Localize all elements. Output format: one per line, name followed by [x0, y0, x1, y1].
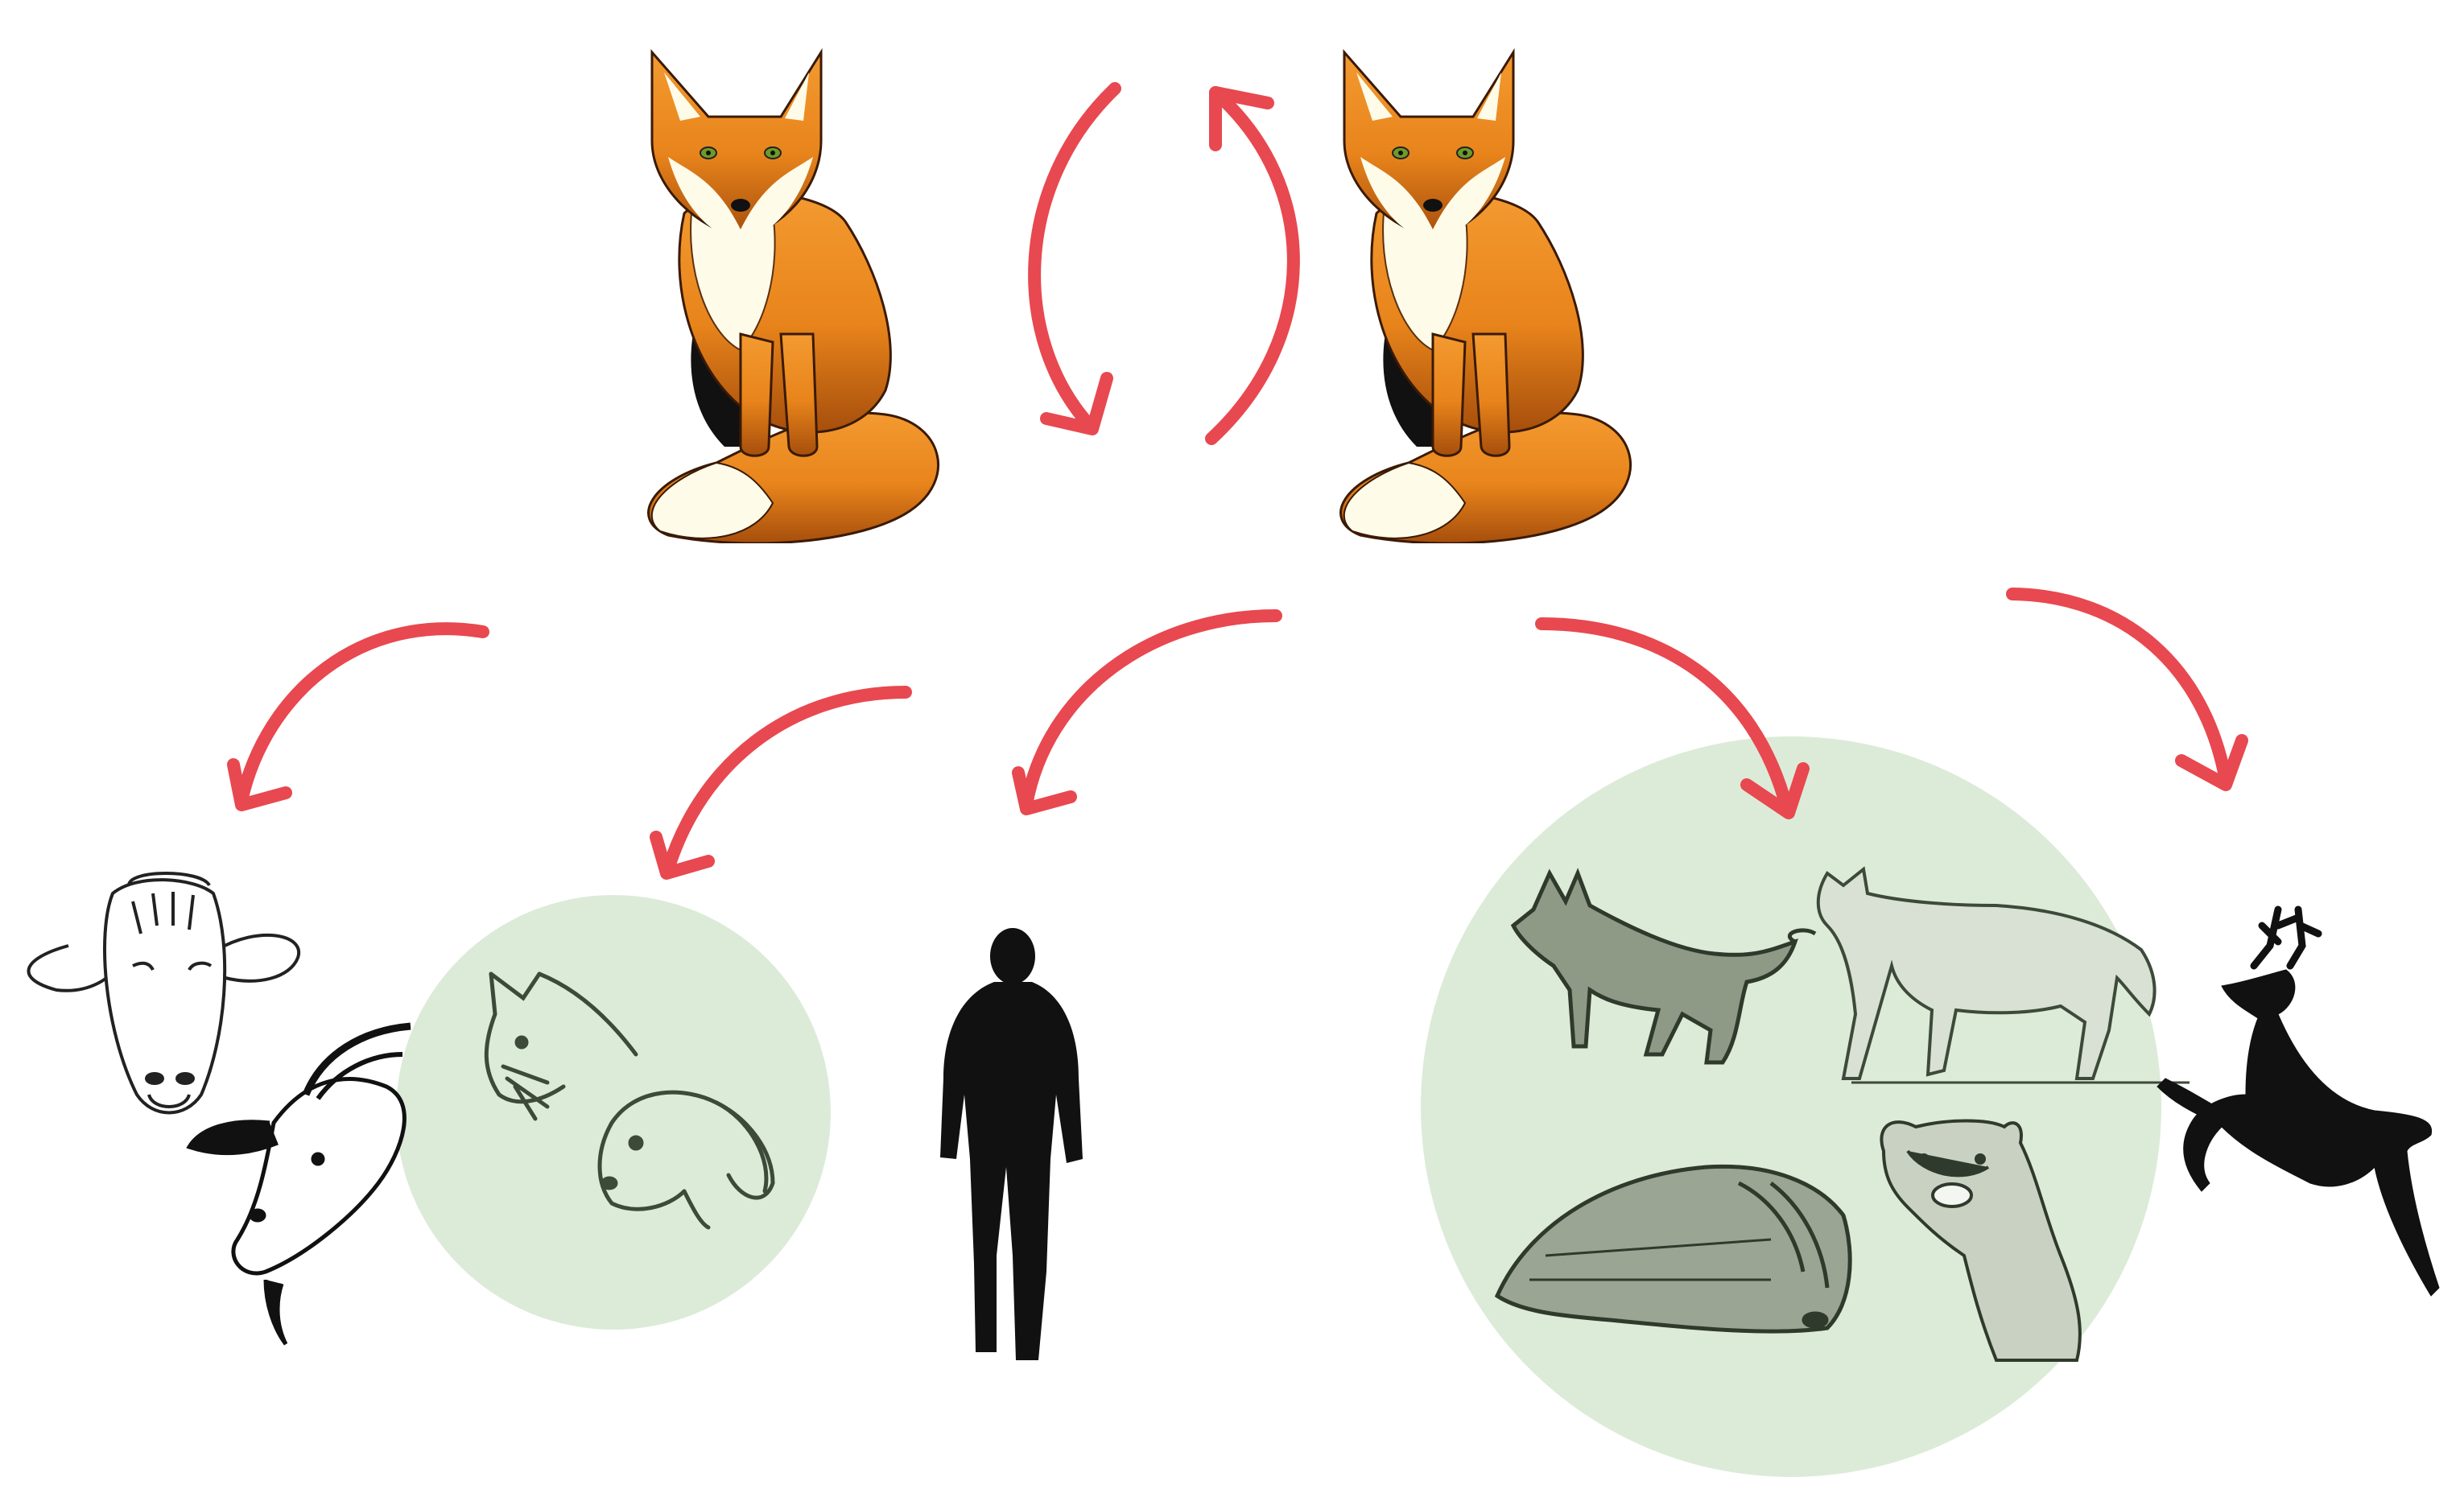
human-icon — [940, 928, 1083, 1360]
pets-group-circle — [396, 895, 831, 1330]
arrow-to-wild-carnivores — [1535, 617, 1810, 819]
badger-icon — [1494, 1164, 1852, 1334]
arrow-to-pets — [650, 686, 912, 880]
arrow-to-human — [1012, 609, 1282, 815]
wild-carnivores-group-circle — [1421, 736, 2161, 1477]
arrow-to-livestock — [227, 622, 489, 811]
fox-to-fox-arrow — [1028, 82, 1121, 435]
arrow-to-deer — [2006, 588, 2248, 791]
goat-icon — [186, 1022, 411, 1346]
dog-icon — [597, 1090, 775, 1230]
fox-back-to-fox-arrow — [1205, 86, 1300, 445]
deer-icon — [2157, 905, 2440, 1297]
marten-icon — [1880, 1119, 2082, 1362]
wolf-icon — [1510, 868, 1817, 1065]
cow-icon — [27, 872, 301, 1115]
fox-left-icon — [647, 51, 940, 543]
fox-right-icon — [1339, 51, 1632, 543]
cat-icon — [484, 971, 638, 1121]
gray-wolf-icon — [1816, 866, 2190, 1084]
